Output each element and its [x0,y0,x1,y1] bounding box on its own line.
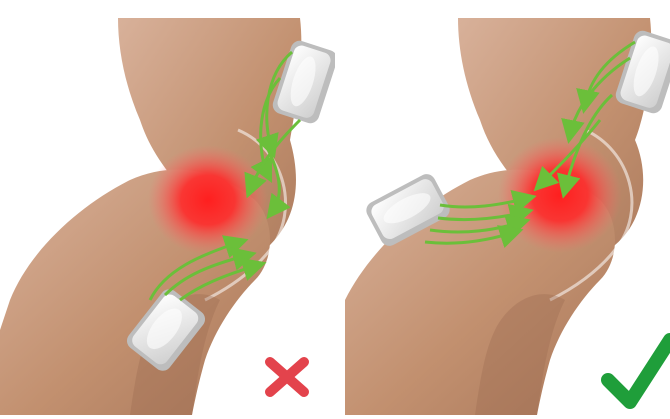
pain-area-left [148,145,268,255]
panel-left [0,18,340,415]
check-mark-icon [608,340,670,402]
panel-divider [335,0,345,415]
panel-right [345,18,670,415]
x-mark-icon [270,362,304,392]
pain-area-right [498,137,622,253]
